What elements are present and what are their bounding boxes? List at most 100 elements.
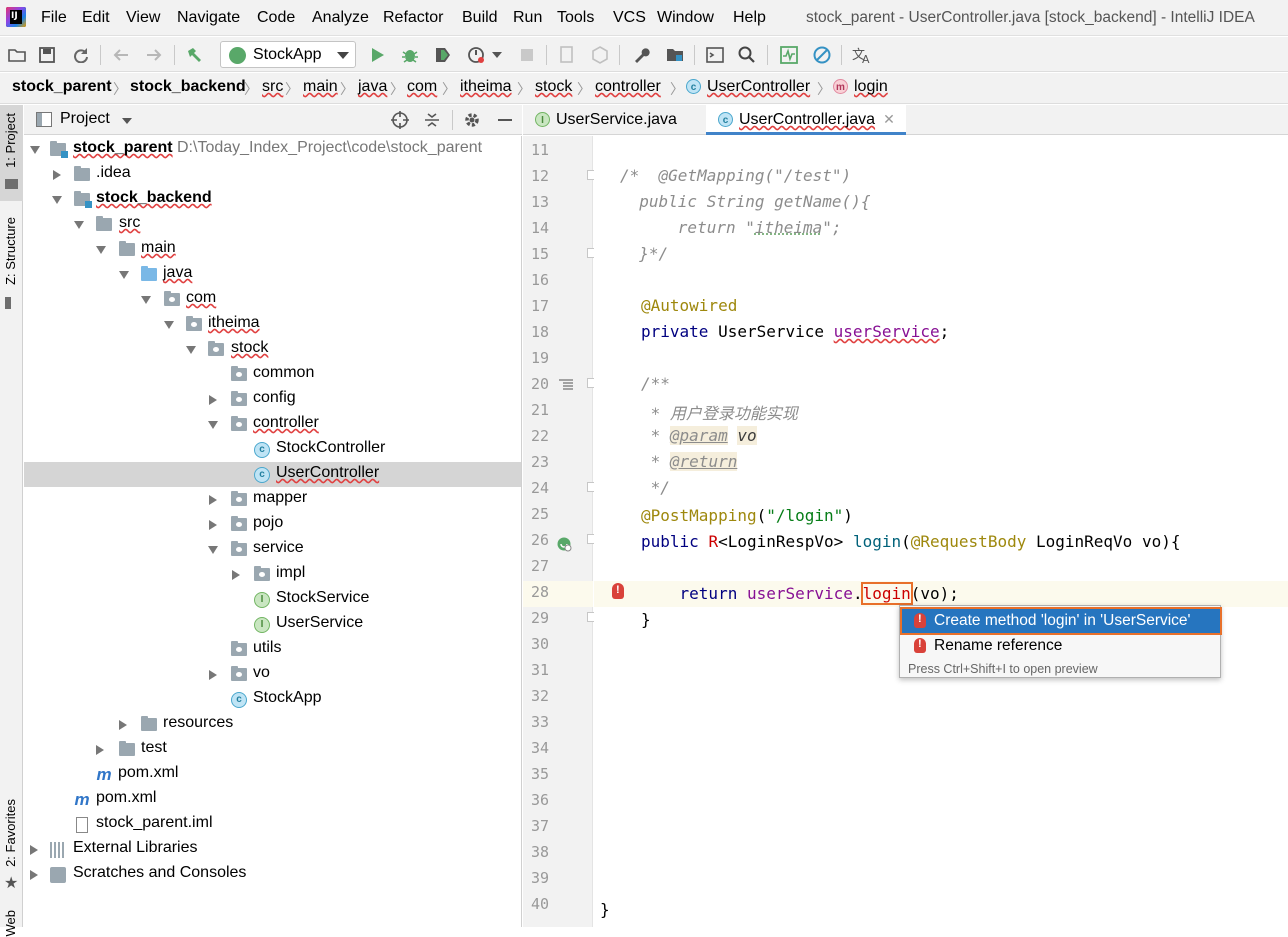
tree-item-stock-parent[interactable]: stock_parent D:\Today_Index_Project\code… [24, 137, 522, 162]
menu-file[interactable]: File [41, 9, 67, 27]
expanded-arrow-icon[interactable] [96, 246, 106, 254]
tab-userservice[interactable]: IUserService.java [523, 105, 703, 135]
web-tool-label[interactable]: Web [3, 910, 18, 937]
menu-vcs[interactable]: VCS [613, 9, 646, 27]
rename-reference-action[interactable]: Rename reference [902, 634, 1220, 658]
tree-item-main[interactable]: main [24, 237, 522, 262]
collapsed-arrow-icon[interactable] [53, 170, 61, 180]
sync-icon[interactable] [70, 44, 92, 66]
menu-navigate[interactable]: Navigate [177, 9, 240, 27]
terminal-window-icon[interactable] [704, 44, 726, 66]
tree-item-itheima[interactable]: itheima [24, 312, 522, 337]
tree-item-impl[interactable]: impl [24, 562, 522, 587]
expanded-arrow-icon[interactable] [208, 546, 218, 554]
minimize-icon[interactable] [498, 119, 512, 121]
collapsed-arrow-icon[interactable] [232, 570, 240, 580]
debug-icon[interactable] [399, 44, 421, 66]
profiler-dropdown-icon[interactable] [490, 44, 504, 66]
tree-item-userservice[interactable]: I UserService [24, 612, 522, 637]
rendered-doc-icon[interactable] [559, 378, 573, 396]
tree-item-config[interactable]: config [24, 387, 522, 412]
search-icon[interactable] [736, 44, 758, 66]
coverage-icon[interactable] [432, 44, 454, 66]
project-tool-label[interactable]: 1: Project [3, 113, 18, 168]
tree-item-stockservice[interactable]: I StockService [24, 587, 522, 612]
favorites-tool-label[interactable]: 2: Favorites [3, 799, 18, 867]
profiler-icon[interactable] [465, 44, 487, 66]
tree-item-external-libraries[interactable]: External Libraries [24, 837, 522, 862]
tree-item-vo[interactable]: vo [24, 662, 522, 687]
tree-item-stockapp[interactable]: c StockApp [24, 687, 522, 712]
build-hammer-icon[interactable] [183, 44, 205, 66]
menu-analyze[interactable]: Analyze [312, 9, 369, 27]
collapsed-arrow-icon[interactable] [209, 670, 217, 680]
collapsed-arrow-icon[interactable] [209, 520, 217, 530]
tree-item-stockcontroller[interactable]: c StockController [24, 437, 522, 462]
error-bulb-icon[interactable] [612, 583, 624, 599]
stop-icon[interactable] [516, 44, 538, 66]
expanded-arrow-icon[interactable] [164, 321, 174, 329]
attach-debugger-icon[interactable] [556, 44, 578, 66]
crumb-stock-parent[interactable]: stock_parent [12, 78, 112, 96]
tree-item-service[interactable]: service [24, 537, 522, 562]
tree-item-iml[interactable]: stock_parent.iml [24, 812, 522, 837]
gear-icon[interactable] [463, 111, 481, 134]
collapse-all-icon[interactable] [423, 111, 441, 134]
tree-item-pojo[interactable]: pojo [24, 512, 522, 537]
open-folder-icon[interactable] [6, 44, 28, 66]
spring-bean-gutter-icon[interactable] [556, 536, 572, 557]
crumb-stock-backend[interactable]: stock_backend [130, 78, 246, 96]
project-structure-icon[interactable] [664, 44, 686, 66]
settings-wrench-icon[interactable] [630, 44, 652, 66]
activity-monitor-icon[interactable] [778, 44, 800, 66]
no-symbol-icon[interactable] [811, 44, 833, 66]
create-method-action[interactable]: Create method 'login' in 'UserService' [902, 609, 1220, 633]
tree-item-controller[interactable]: controller [24, 412, 522, 437]
menu-tools[interactable]: Tools [557, 9, 594, 27]
collapsed-arrow-icon[interactable] [96, 745, 104, 755]
tree-item-java[interactable]: java [24, 262, 522, 287]
crumb-controller[interactable]: controller [595, 78, 661, 96]
tree-item-mapper[interactable]: mapper [24, 487, 522, 512]
chevron-down-icon[interactable] [122, 118, 132, 124]
crumb-src[interactable]: src [262, 78, 283, 96]
menu-run[interactable]: Run [513, 9, 542, 27]
expanded-arrow-icon[interactable] [74, 221, 84, 229]
crumb-login-method[interactable]: mlogin [833, 78, 888, 96]
expanded-arrow-icon[interactable] [141, 296, 151, 304]
tab-usercontroller[interactable]: cUserController.java✕ [706, 105, 906, 135]
expanded-arrow-icon[interactable] [208, 421, 218, 429]
collapsed-arrow-icon[interactable] [30, 845, 38, 855]
tree-item-pom-parent[interactable]: m pom.xml [24, 787, 522, 812]
close-icon[interactable]: ✕ [883, 111, 895, 127]
tree-item-stock-backend[interactable]: stock_backend [24, 187, 522, 212]
forward-arrow-icon[interactable] [143, 44, 165, 66]
run-icon[interactable] [367, 44, 389, 66]
translate-icon[interactable]: 文A [851, 44, 873, 66]
crumb-usercontroller[interactable]: cUserController [686, 78, 810, 96]
code-editor[interactable]: /* @GetMapping("/test") public String ge… [594, 136, 1288, 927]
expanded-arrow-icon[interactable] [52, 196, 62, 204]
menu-view[interactable]: View [126, 9, 160, 27]
tree-item-usercontroller[interactable]: c UserController [24, 462, 522, 487]
structure-tool-label[interactable]: Z: Structure [3, 217, 18, 285]
menu-build[interactable]: Build [462, 9, 498, 27]
tree-item-stock[interactable]: stock [24, 337, 522, 362]
menu-code[interactable]: Code [257, 9, 295, 27]
collapsed-arrow-icon[interactable] [209, 495, 217, 505]
expanded-arrow-icon[interactable] [30, 146, 40, 154]
menu-refactor[interactable]: Refactor [383, 9, 443, 27]
tree-item-test[interactable]: test [24, 737, 522, 762]
crumb-java[interactable]: java [358, 78, 387, 96]
tree-item-idea[interactable]: .idea [24, 162, 522, 187]
run-configuration-select[interactable]: StockApp [220, 41, 356, 68]
crumb-itheima[interactable]: itheima [460, 78, 512, 96]
menu-edit[interactable]: Edit [82, 9, 110, 27]
menu-help[interactable]: Help [733, 9, 766, 27]
expanded-arrow-icon[interactable] [119, 271, 129, 279]
tree-item-scratches[interactable]: Scratches and Consoles [24, 862, 522, 887]
menu-window[interactable]: Window [657, 9, 714, 27]
collapsed-arrow-icon[interactable] [209, 395, 217, 405]
crumb-stock[interactable]: stock [535, 78, 572, 96]
tree-item-com[interactable]: com [24, 287, 522, 312]
